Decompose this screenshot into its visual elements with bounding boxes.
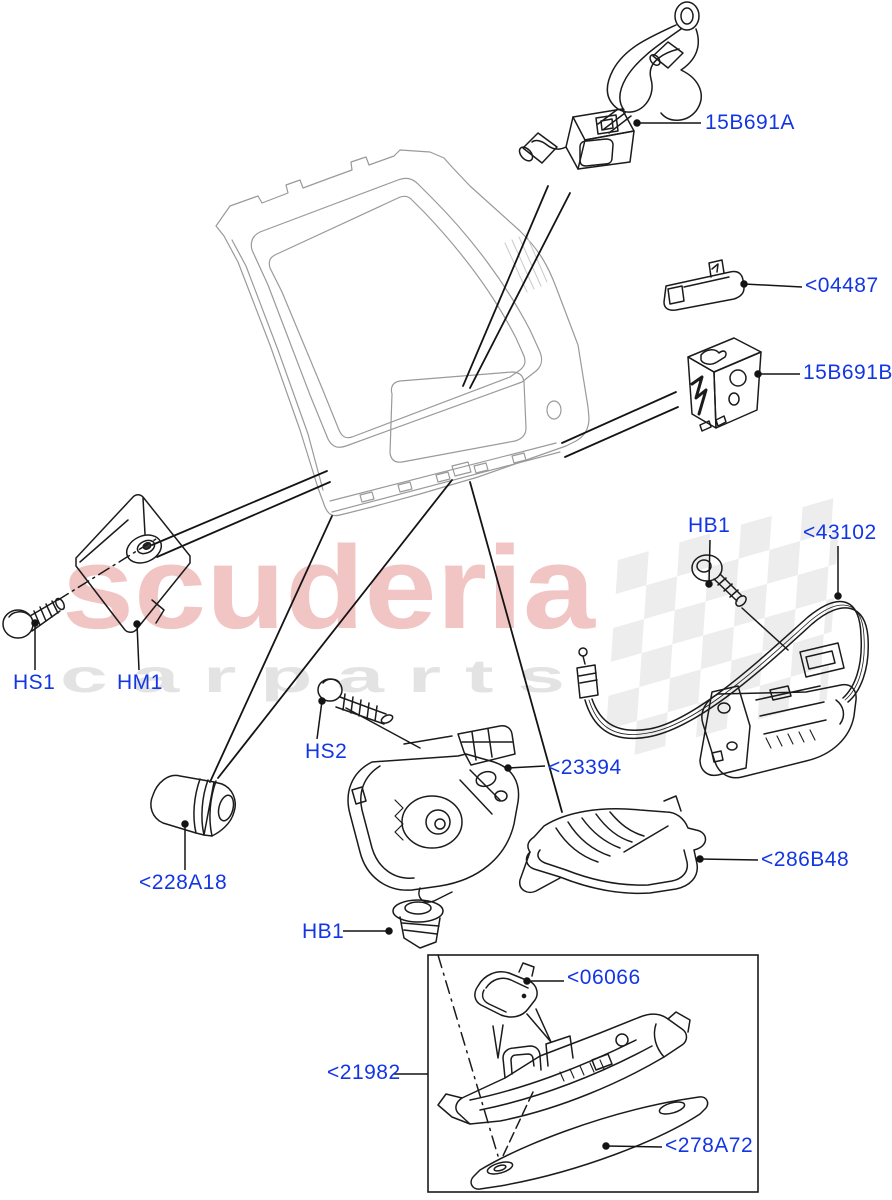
gasket-278A72 [470, 1096, 709, 1190]
striker-cover-hm1 [57, 494, 191, 633]
part-label-15B691A[interactable]: 15B691A [705, 111, 795, 134]
part-label-23394[interactable]: <23394 [548, 756, 622, 779]
pointer-lines [151, 185, 679, 813]
part-label-hb1-lower[interactable]: HB1 [302, 920, 345, 943]
handle-assembly-21982 [437, 1011, 691, 1159]
licence-lamp-04487 [663, 259, 745, 311]
screw-hs2 [317, 678, 421, 749]
part-label-286B48[interactable]: <286B48 [761, 848, 850, 871]
part-label-hs2[interactable]: HS2 [305, 740, 348, 763]
part-label-hm1[interactable]: HM1 [117, 671, 163, 694]
part-label-hs1[interactable]: HS1 [13, 671, 56, 694]
part-label-228A18[interactable]: <228A18 [139, 871, 228, 894]
buffer-228A18 [150, 774, 236, 837]
tailgate-outline [215, 149, 590, 517]
part-label-04487[interactable]: <04487 [805, 274, 879, 297]
part-label-43102[interactable]: <43102 [803, 521, 877, 544]
shield-286B48 [519, 795, 707, 895]
licence-plate-lamp-harness [518, 1, 702, 170]
part-label-21982[interactable]: <21982 [327, 1061, 401, 1084]
part-label-06066[interactable]: <06066 [567, 966, 641, 989]
part-label-hb1-upper[interactable]: HB1 [688, 514, 731, 537]
lock-actuator-23394 [347, 725, 520, 903]
switch-cap-06066 [474, 962, 552, 1059]
label-leaders [31, 119, 842, 1150]
part-label-15B691B[interactable]: 15B691B [803, 361, 892, 384]
bolt-hb1-lower [392, 899, 499, 1157]
release-switch-15B691B [687, 337, 762, 432]
latch-cable-43102 [576, 600, 869, 779]
part-label-278A72[interactable]: <278A72 [665, 1134, 754, 1157]
